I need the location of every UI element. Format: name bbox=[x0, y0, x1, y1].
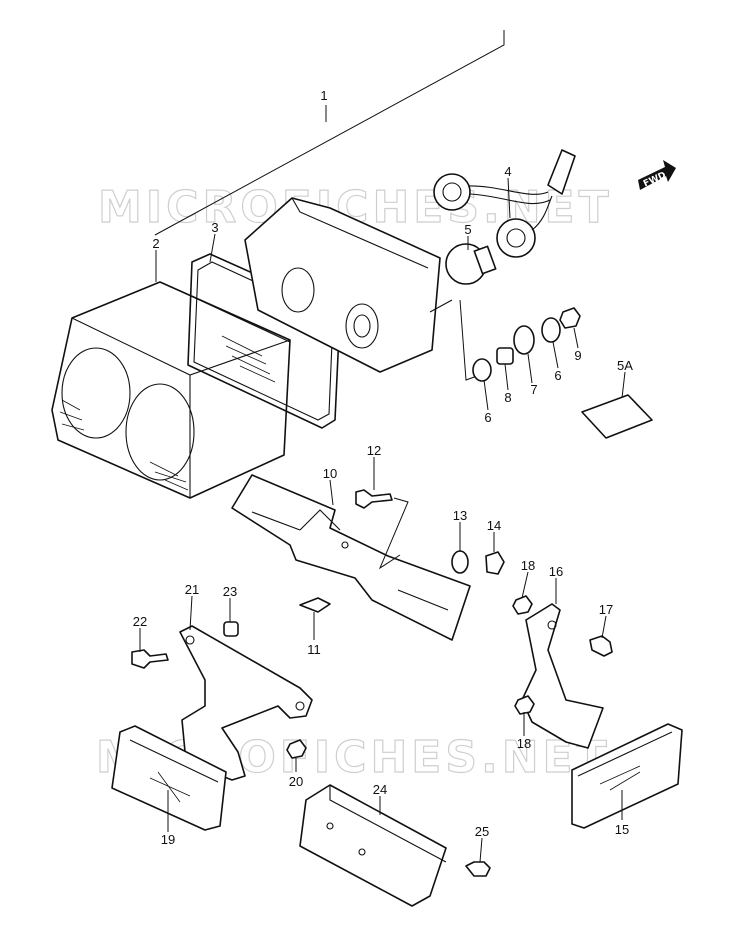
washer-6-left bbox=[472, 358, 492, 382]
callout-18-top: 18 bbox=[521, 558, 535, 573]
right-turn-signal bbox=[571, 723, 683, 829]
callout-5a: 5A bbox=[617, 358, 633, 373]
callout-24: 24 bbox=[373, 782, 387, 797]
washer-13 bbox=[451, 550, 469, 574]
nut-18-top bbox=[512, 595, 533, 615]
callout-18-bottom: 18 bbox=[517, 736, 531, 751]
lens-gasket bbox=[187, 253, 341, 429]
callout-4: 4 bbox=[504, 164, 511, 179]
callout-21: 21 bbox=[185, 582, 199, 597]
nut-20 bbox=[286, 739, 307, 759]
screw-12 bbox=[355, 489, 393, 509]
screw-17 bbox=[589, 635, 613, 657]
callout-leaders bbox=[139, 177, 626, 863]
callout-2: 2 bbox=[152, 236, 159, 251]
callout-15: 15 bbox=[615, 822, 629, 837]
callout-25: 25 bbox=[475, 824, 489, 839]
bulb bbox=[445, 243, 497, 285]
callout-1: 1 bbox=[320, 88, 327, 103]
bulb-socket-harness bbox=[433, 149, 576, 258]
washer-6-right bbox=[541, 317, 561, 343]
left-turn-signal bbox=[111, 725, 227, 831]
callout-3: 3 bbox=[211, 220, 218, 235]
callout-10: 10 bbox=[323, 466, 337, 481]
label-plate-5a bbox=[581, 394, 653, 439]
callout-23: 23 bbox=[223, 584, 237, 599]
callout-8: 8 bbox=[504, 390, 511, 405]
callout-17: 17 bbox=[599, 602, 613, 617]
light-housing bbox=[244, 197, 453, 373]
callout-16: 16 bbox=[549, 564, 563, 579]
callout-7: 7 bbox=[530, 382, 537, 397]
nut-14 bbox=[485, 551, 505, 575]
collar-8 bbox=[496, 347, 514, 365]
callout-6-right: 6 bbox=[554, 368, 561, 383]
clip-11 bbox=[299, 597, 331, 613]
callout-6-left: 6 bbox=[484, 410, 491, 425]
callout-14: 14 bbox=[487, 518, 501, 533]
nut-23 bbox=[223, 621, 239, 637]
screw-22 bbox=[131, 649, 169, 669]
nut-18-bottom bbox=[514, 695, 535, 715]
callout-11: 11 bbox=[307, 642, 321, 657]
callout-5: 5 bbox=[464, 222, 471, 237]
license-bracket bbox=[231, 474, 471, 641]
assembly-bracket-line bbox=[154, 30, 505, 236]
callout-20: 20 bbox=[289, 774, 303, 789]
callout-13: 13 bbox=[453, 508, 467, 523]
fastener-stack bbox=[459, 299, 581, 382]
tail-light-lens bbox=[51, 281, 291, 499]
grommet-7 bbox=[513, 325, 535, 355]
rear-reflector-plate bbox=[299, 784, 447, 907]
callout-9: 9 bbox=[574, 348, 581, 363]
left-signal-bracket bbox=[179, 625, 313, 781]
callout-22: 22 bbox=[133, 614, 147, 629]
callout-19: 19 bbox=[161, 832, 175, 847]
callout-12: 12 bbox=[367, 443, 381, 458]
nut-9 bbox=[559, 307, 581, 329]
screw-25 bbox=[465, 861, 491, 877]
callout-labels: 1 2 3 4 5 5A 6 6 7 8 9 10 11 12 13 14 15… bbox=[133, 88, 634, 847]
right-signal-bracket bbox=[521, 603, 604, 749]
fwd-arrow: FWD bbox=[638, 160, 676, 190]
